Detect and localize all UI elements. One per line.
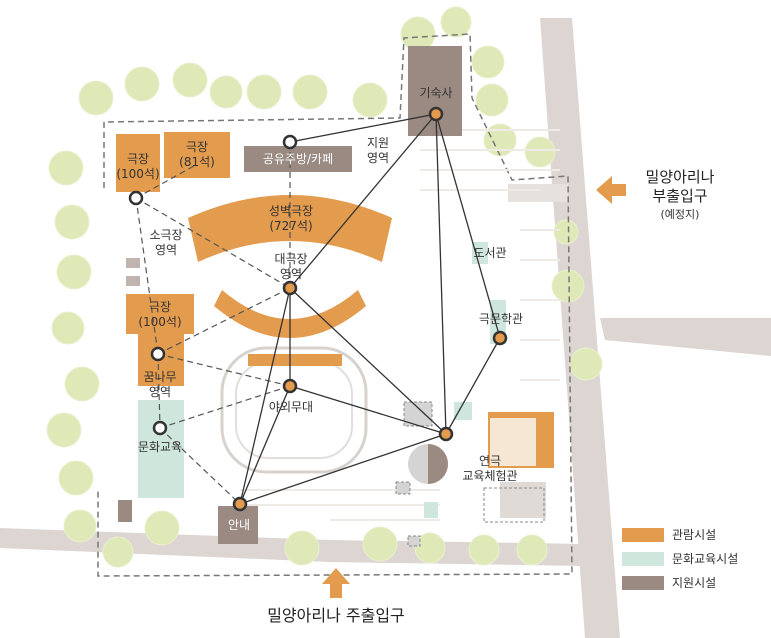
node-outdoor-stage bbox=[282, 378, 298, 394]
solid-connections bbox=[239, 113, 501, 505]
label-outdoor-stage: 야외무대 bbox=[268, 400, 314, 414]
label-side-entrance-note: (예정지) bbox=[660, 208, 700, 221]
trees bbox=[46, 6, 603, 568]
label-support-zone: 지원 영역 bbox=[366, 136, 390, 165]
node-drama-school bbox=[492, 330, 508, 346]
seongbyeok-theater-block bbox=[188, 195, 392, 262]
legend-item-culture: 문화교육시설 bbox=[622, 550, 738, 567]
parking-marker-1 bbox=[126, 258, 140, 268]
label-small-theater-zone: 소극장 영역 bbox=[149, 228, 183, 257]
label-shared-kitchen: 공유주방/카페 bbox=[262, 152, 334, 166]
legend-label: 지원시설 bbox=[672, 576, 717, 590]
nodes-orange bbox=[232, 106, 508, 512]
culture-small-1 bbox=[454, 402, 472, 420]
road-right bbox=[540, 18, 620, 638]
node-culture-edu bbox=[152, 420, 168, 436]
label-main-entrance: 밀양아리나 주출입구 bbox=[267, 606, 405, 625]
label-theater-edu: 연극 교육체험관 bbox=[462, 454, 518, 483]
dashed-block-3 bbox=[407, 535, 421, 547]
culture-edu-block bbox=[138, 400, 184, 498]
label-dormitory: 기숙사 bbox=[419, 86, 453, 100]
node-guide bbox=[232, 496, 248, 512]
node-theater-edu bbox=[438, 426, 454, 442]
node-dormitory bbox=[428, 106, 444, 122]
outdoor-stage-bar bbox=[248, 354, 342, 366]
label-daegeukjang-zone: 대극장 영역 bbox=[274, 252, 308, 281]
label-theater-100-b: 극장 (100석) bbox=[138, 300, 182, 329]
node-small-theater bbox=[128, 190, 144, 206]
mint-swatch-icon bbox=[622, 551, 664, 566]
label-drama-school: 극문학관 bbox=[478, 312, 524, 326]
orange-swatch-icon bbox=[622, 527, 664, 542]
legend-item-viewing: 관람시설 bbox=[622, 526, 716, 543]
label-seongbyeok-theater: 성벽극장 (727석) bbox=[268, 204, 314, 233]
node-shared-kitchen bbox=[282, 134, 298, 150]
label-kkumnamu-zone: 꿈나무 영역 bbox=[143, 370, 177, 399]
dashed-block-4 bbox=[483, 487, 545, 523]
theater-100-b-block bbox=[126, 294, 194, 334]
arrow-up-icon bbox=[322, 568, 350, 598]
legend-label: 관람시설 bbox=[672, 528, 717, 542]
culture-small-2 bbox=[424, 502, 438, 518]
nodes-white bbox=[128, 134, 298, 436]
legend-item-support: 지원시설 bbox=[622, 574, 716, 591]
label-library: 도서관 bbox=[473, 246, 507, 260]
brown-swatch-icon bbox=[622, 575, 664, 590]
node-daegeukjang bbox=[282, 280, 298, 296]
label-guide: 안내 bbox=[227, 518, 251, 532]
label-side-entrance: 밀양아리나 부출입구 bbox=[645, 168, 715, 205]
shared-kitchen-block bbox=[244, 146, 352, 172]
daegeukjang-arc-block bbox=[214, 290, 366, 338]
dashed-block-2 bbox=[395, 481, 411, 495]
legend-label: 문화교육시설 bbox=[672, 552, 739, 566]
theater-100-a-block bbox=[116, 134, 160, 192]
theater-81-block bbox=[164, 132, 230, 178]
guide-block bbox=[218, 506, 258, 544]
theater-edu-support bbox=[500, 482, 546, 518]
road-right-branch bbox=[600, 318, 771, 356]
theater-edu-light bbox=[490, 418, 536, 466]
label-theater-100-a: 극장 (100석) bbox=[116, 152, 160, 181]
label-culture-edu: 문화교육 bbox=[137, 440, 183, 454]
label-theater-81: 극장 (81석) bbox=[179, 140, 215, 169]
arrow-left-icon bbox=[596, 176, 626, 204]
node-kkumnamu bbox=[150, 346, 166, 362]
library-block bbox=[472, 242, 488, 264]
small-support-block bbox=[118, 500, 132, 522]
site-boundary bbox=[97, 33, 573, 577]
side-entrance-lane bbox=[508, 184, 568, 202]
parking-marker-2 bbox=[126, 276, 140, 286]
